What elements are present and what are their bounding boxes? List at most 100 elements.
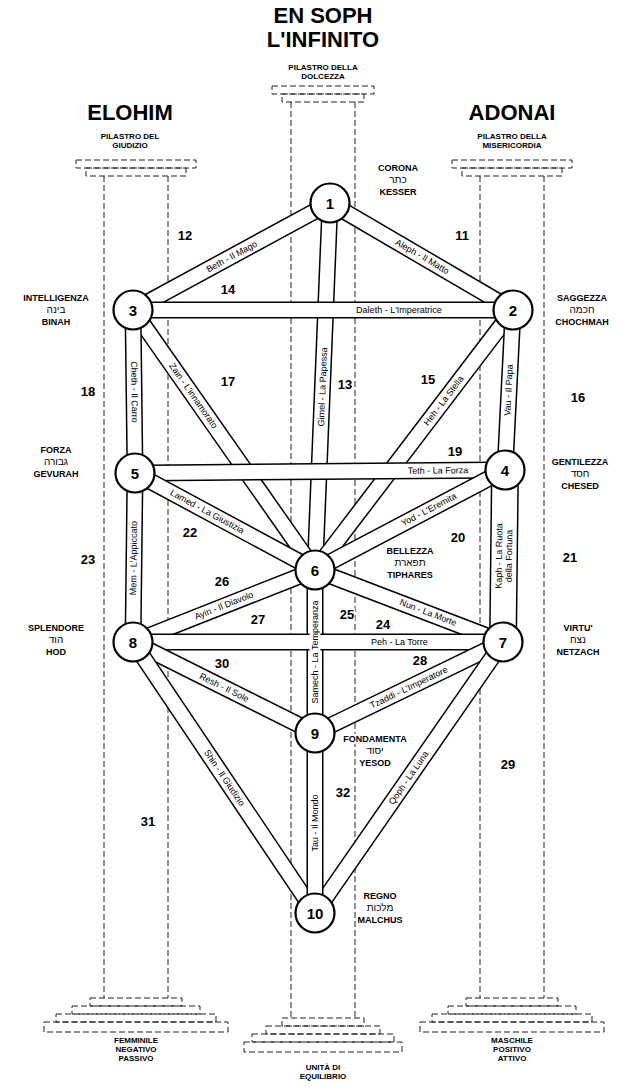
pillar-base (266, 1026, 380, 1034)
path-band-outline (316, 224, 329, 549)
path-band-fill (308, 754, 322, 892)
path-label: Beth - Il Mago (202, 237, 260, 275)
sephira-circle: 2 (492, 289, 534, 331)
path-number: 29 (500, 758, 516, 773)
sephira-circle: 8 (112, 621, 154, 663)
circle-shape (296, 714, 335, 753)
pillar-base-label: FEMMINILE NEGATIVO PASSIVO (105, 1036, 167, 1064)
path-number: 28 (412, 654, 428, 669)
path-label: Samech - La Temperanza (310, 598, 321, 705)
sephira-number: 4 (501, 462, 509, 479)
sephira-name: VIRTU' (562, 623, 593, 633)
path-number: 21 (562, 551, 578, 566)
path-band-outline (154, 302, 492, 319)
path-band-fill (335, 578, 484, 635)
path-band-outline (153, 483, 296, 560)
sephira-name: MALCHUS (357, 915, 404, 925)
sephira-number: 6 (311, 562, 319, 579)
path-band-fill (308, 591, 322, 712)
path-band (334, 480, 487, 560)
pillar-base (252, 1034, 394, 1042)
path-band-fill (153, 483, 296, 560)
left-pillar (44, 160, 228, 1032)
sephira-name: NETZACH (556, 647, 601, 657)
path-label: Lamed - La Giustizia (166, 486, 247, 537)
pillar-base-label: MASCHILE POSITIVO ATTIVO (481, 1036, 543, 1064)
path-label: Shin - Il Giudizio (200, 746, 248, 810)
path-label: Yod - L'Eremita (398, 490, 461, 530)
path-label: Zain - L'innamorato (165, 359, 221, 432)
circle-shape (296, 894, 335, 933)
sephira-name: GENTILEZZA (551, 457, 610, 467)
pillar-base (72, 1006, 200, 1014)
path-band-fill (328, 327, 501, 554)
circle-shape (494, 291, 533, 330)
sephira-number: 1 (326, 195, 334, 212)
pillar-base (420, 1022, 604, 1032)
sephira-name: BINAH (41, 317, 72, 327)
sephira-name: CHESED (560, 481, 600, 491)
pillar-base (282, 1018, 364, 1026)
sephira-circle: 10 (294, 892, 336, 934)
pillar-capital (272, 86, 374, 94)
path-number: 16 (570, 391, 586, 406)
path-label: Qoph - La Luna (386, 747, 433, 808)
pillar-base (44, 1022, 228, 1032)
pillar-capital (86, 168, 186, 176)
title: EN SOPH L'INFINITO (247, 4, 399, 52)
sephira-circle: 6 (294, 549, 336, 591)
pillar-capital (282, 94, 364, 102)
path-label: Tzaddi - L'Imperatore (366, 663, 451, 712)
path-number: 32 (335, 786, 351, 801)
path-label: Kaph - La Ruota della Fortuna (494, 514, 515, 598)
sephira-number: 8 (129, 634, 137, 651)
hebrew-name: חכמה (568, 304, 595, 316)
sephira-circle: 4 (484, 449, 526, 491)
sephira-number: 2 (509, 302, 517, 319)
path-label: Mem - L'Appiccato (128, 518, 140, 596)
hebrew-name: מלכות (366, 902, 395, 914)
sephira-name: HOD (45, 647, 67, 657)
path-band (328, 327, 501, 554)
circle-shape (486, 451, 525, 490)
path-label: Daleth - L'Imperatrice (354, 305, 444, 316)
sephira-number: 7 (499, 634, 507, 651)
circle-shape (311, 184, 350, 223)
sephira-number: 3 (129, 302, 137, 319)
hebrew-name: גבורה (43, 456, 69, 468)
divine-name: ADONAI (468, 100, 557, 125)
path-band-fill (151, 213, 311, 300)
sephira-circle: 1 (309, 182, 351, 224)
path-number: 13 (337, 378, 353, 393)
path-number: 12 (177, 229, 193, 244)
circle-shape (114, 291, 153, 330)
path-band (348, 214, 495, 300)
path-band-fill (145, 327, 303, 553)
pillar-capital (452, 160, 572, 168)
pillar-capital (462, 168, 562, 176)
hebrew-name: בינה (46, 304, 67, 316)
sephira-name: INTELLIGENZA (22, 293, 90, 303)
path-number: 20 (450, 531, 466, 546)
right-pillar (420, 160, 604, 1032)
path-label: Aleph - Il Matto (391, 235, 452, 277)
path-number: 23 (80, 553, 96, 568)
path-band-outline (328, 327, 501, 554)
hebrew-name: חסד (570, 468, 591, 480)
path-band-fill (154, 303, 492, 317)
path-band-fill (327, 659, 491, 895)
path-band (153, 483, 296, 560)
path-band (145, 327, 303, 553)
path-band-outline (327, 659, 491, 895)
path-band-outline (151, 213, 311, 300)
path-number: 26 (214, 575, 230, 590)
path-label: Cheth - Il Carro (128, 359, 140, 425)
path-number: 27 (250, 613, 266, 628)
pillar-base (56, 1014, 216, 1022)
sephira-circle: 9 (294, 712, 336, 754)
pillar-base-label: UNITÀ DI EQUILIBRIO (290, 1063, 356, 1081)
path-number: 17 (220, 375, 236, 390)
path-band (316, 224, 329, 549)
path-band-fill (334, 480, 487, 560)
